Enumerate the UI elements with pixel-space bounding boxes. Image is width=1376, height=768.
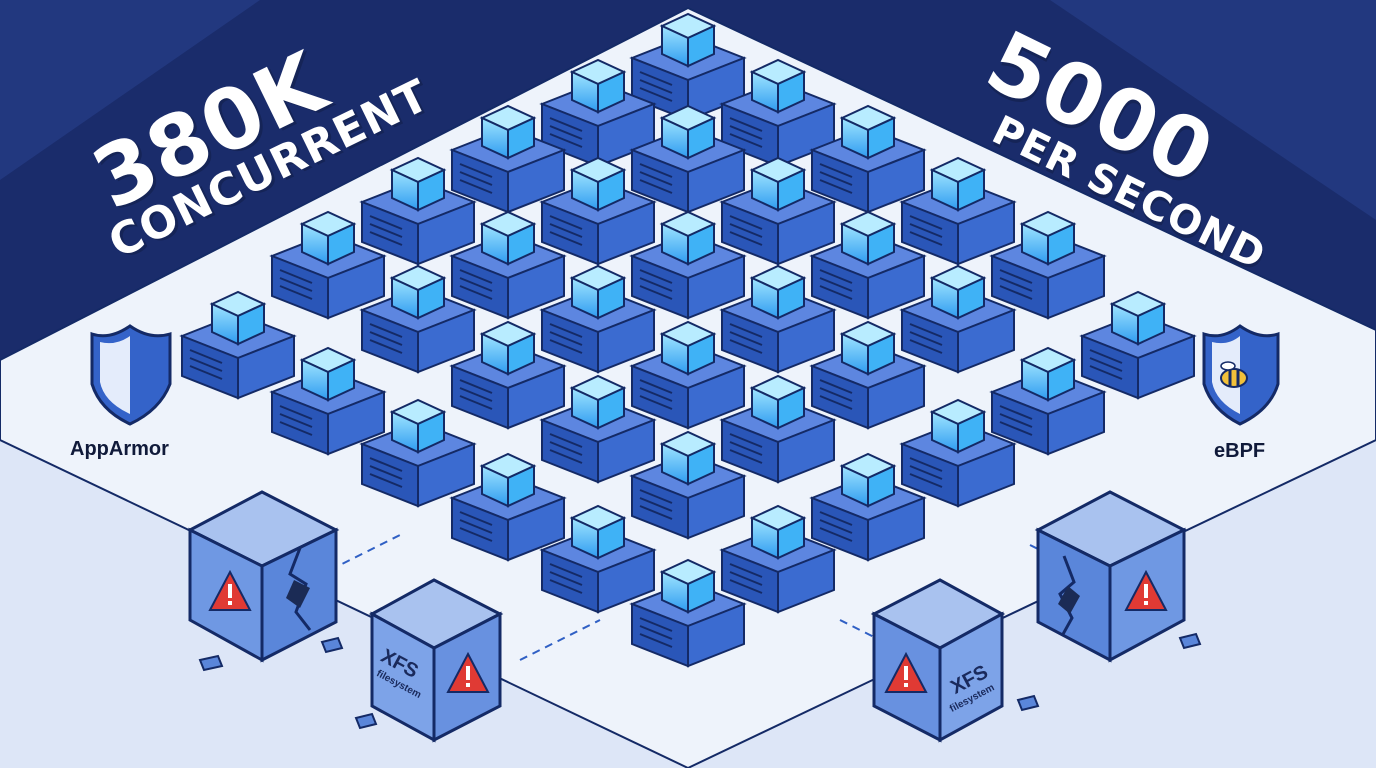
shield-icon (90, 324, 172, 426)
failed-container-left (186, 490, 344, 672)
failed-container-right (1034, 490, 1202, 663)
crack-icon (286, 547, 312, 631)
warning-icon (446, 651, 490, 693)
bee-shield-icon (1202, 324, 1280, 426)
failed-container-xfs-left (354, 578, 504, 743)
warning-icon (1124, 569, 1168, 611)
background-stripe (0, 0, 260, 180)
apparmor-label: AppArmor (70, 438, 169, 460)
background-stripe (1050, 0, 1376, 220)
failed-container-xfs-right (870, 578, 1040, 743)
ebpf-label: eBPF (1214, 440, 1266, 462)
warning-icon (884, 651, 928, 693)
crack-icon (1058, 555, 1080, 637)
warning-icon (208, 569, 252, 611)
